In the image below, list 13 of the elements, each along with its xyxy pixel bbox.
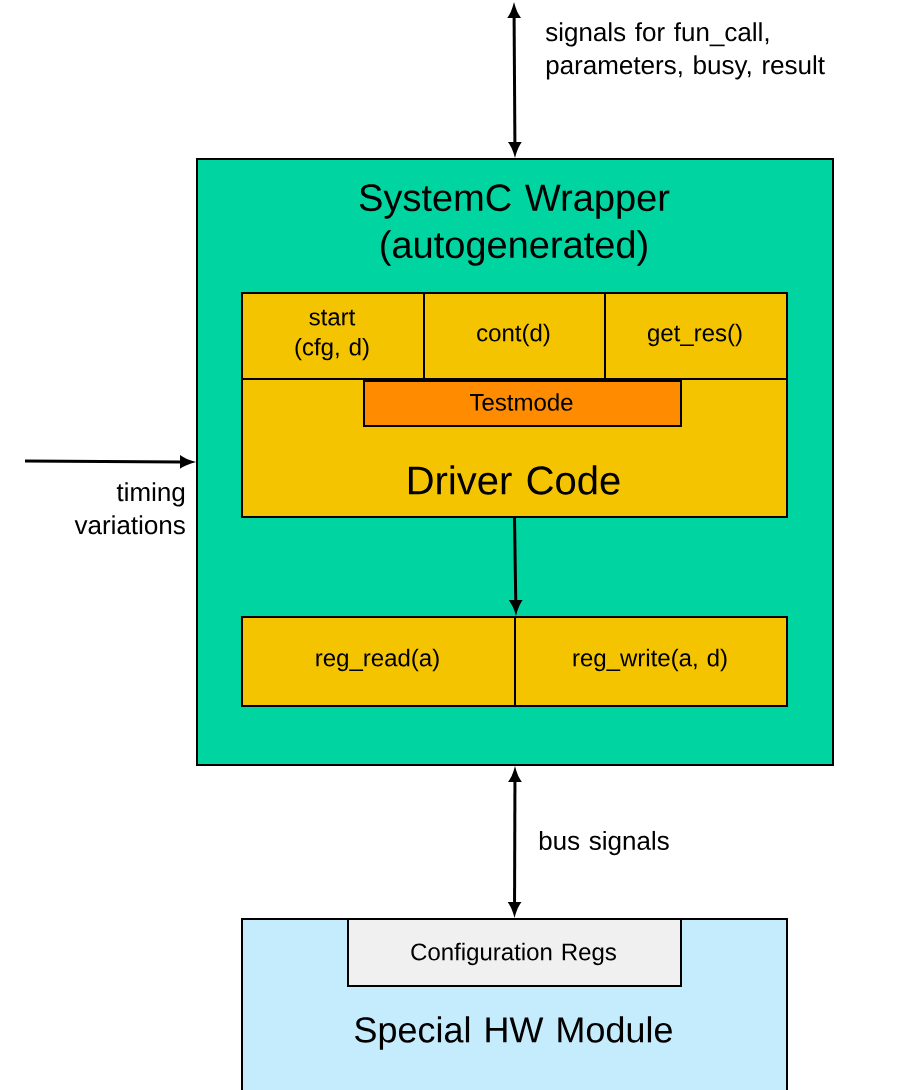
- function-cell: start (cfg, d): [241, 292, 425, 380]
- register-box: Configuration Regs: [347, 918, 682, 987]
- edge-label: bus signals: [539, 830, 669, 856]
- register-cell: reg_read(a): [241, 616, 516, 707]
- function-cell: get_res(): [604, 292, 788, 380]
- arrow: [510, 518, 522, 613]
- function-cell: cont(d): [423, 292, 606, 380]
- testmode-box: Testmode: [363, 380, 682, 427]
- arrow: [508, 5, 521, 155]
- arrow: [25, 456, 193, 468]
- edge-label: signals for fun_call, parameters, busy, result: [545, 22, 825, 80]
- edge-label: timing variations: [74, 482, 185, 535]
- register-cell: reg_write(a, d): [514, 616, 788, 707]
